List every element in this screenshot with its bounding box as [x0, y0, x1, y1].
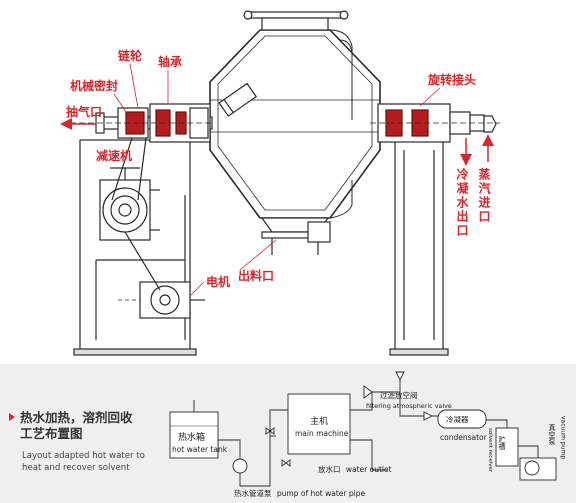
hot-water-tank-en: hot water tank	[172, 445, 228, 454]
label-rotary-joint: 旋转接头	[427, 72, 476, 87]
panel-title: 热水加热，溶剂回收 工艺布置图	[9, 410, 133, 442]
condenser	[437, 409, 487, 429]
left-shaft-assembly	[70, 103, 213, 143]
chain-drive	[111, 137, 161, 291]
label-mechanical-seal: 机械密封	[70, 78, 118, 93]
panel-subtitle: Layout adapted hot water to heat and rec…	[22, 450, 145, 474]
reducer	[99, 167, 160, 241]
outlet-en: water outlet	[346, 465, 392, 474]
motor	[118, 281, 205, 319]
label-steam-inlet: 蒸汽进口	[477, 167, 491, 224]
main-machine	[287, 393, 351, 455]
main-machine-cn: 主机	[310, 415, 328, 427]
condenser-en: condensator	[440, 433, 488, 442]
panel-subtitle-line2: heat and recover solvent	[22, 463, 130, 473]
machine-labels: 链轮 轴承 机械密封 抽气口 旋转接头 减速机 出料口 电机 冷凝水出口 蒸汽进…	[60, 48, 494, 297]
condenser-cn: 冷凝器	[446, 414, 469, 424]
panel-subtitle-line1: Layout adapted hot water to	[22, 451, 145, 461]
cone-vessel	[209, 10, 381, 255]
label-air-outlet: 抽气口	[66, 104, 102, 119]
label-sprocket: 链轮	[118, 48, 143, 63]
outlet-label: 放水口 water outlet	[318, 464, 392, 474]
filter-en: filtering atmospheric valve	[366, 402, 452, 410]
pump-cn: 热水管道泵	[234, 488, 272, 498]
label-motor: 电机	[206, 274, 230, 289]
process-flow-diagram	[169, 371, 557, 487]
label-discharge-port: 出料口	[238, 268, 274, 283]
label-reducer: 减速机	[96, 148, 132, 163]
main-machine-en: main machine	[295, 429, 349, 438]
outlet-cn: 放水口	[318, 464, 341, 474]
pipe-pump	[232, 458, 248, 474]
panel-title-line1: 热水加热，溶剂回收	[20, 410, 133, 425]
receiver-en: solvent receiver	[487, 428, 493, 473]
bullet-arrow-icon	[9, 413, 15, 421]
pump-en: pump of hot water pipe	[277, 489, 366, 498]
right-shaft-assembly	[370, 103, 500, 143]
filter-cn: 过滤放空阀	[380, 390, 418, 400]
label-cooling-water-outlet: 冷凝水出口	[455, 167, 469, 238]
panel-title-line2: 工艺布置图	[20, 426, 83, 441]
machine-drawing	[70, 10, 500, 356]
receiver-cn: 贮槽	[498, 435, 506, 451]
vacuum-pump-cn: 真空泵	[548, 423, 556, 445]
process-labels: 热水箱 hot water tank 主机 main machine 过滤放空阀…	[172, 390, 567, 498]
label-bearing: 轴承	[158, 54, 182, 69]
vacuum-pump-en: vacuum pump	[560, 416, 567, 459]
pump-label: 热水管道泵 pump of hot water pipe	[234, 488, 365, 498]
hot-water-tank-cn: 热水箱	[178, 431, 205, 443]
